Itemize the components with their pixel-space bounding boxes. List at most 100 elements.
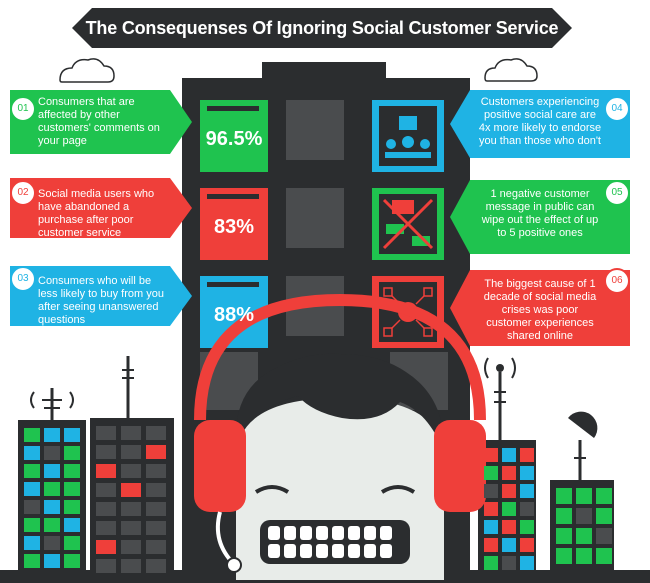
tower-window bbox=[64, 428, 80, 442]
stat-text-01: Consumers that are affected by other cus… bbox=[38, 96, 160, 147]
tower-window bbox=[64, 554, 80, 568]
tower-window bbox=[96, 445, 116, 459]
tower-window bbox=[484, 520, 498, 534]
tower-window bbox=[121, 559, 141, 573]
stat-window-01 bbox=[200, 100, 268, 172]
stat-text-04: Customers experiencing positive social c… bbox=[478, 96, 602, 147]
tower-window bbox=[520, 484, 534, 498]
tower-window bbox=[556, 548, 572, 564]
page-title: The Consequenses Of Ignoring Social Cust… bbox=[85, 18, 559, 38]
tower-window bbox=[596, 488, 612, 504]
tower-window bbox=[146, 483, 166, 497]
tower-window bbox=[576, 548, 592, 564]
tower-window bbox=[121, 445, 141, 459]
tower-window bbox=[146, 445, 166, 459]
tower-window bbox=[576, 508, 592, 524]
callout-shape-01 bbox=[10, 90, 192, 154]
tower-window bbox=[24, 536, 40, 550]
tower-window bbox=[484, 448, 498, 462]
tower-window bbox=[146, 464, 166, 478]
tower-window bbox=[96, 559, 116, 573]
tower-window bbox=[96, 483, 116, 497]
tower-window bbox=[520, 538, 534, 552]
stat-number-01: 01 bbox=[10, 96, 36, 122]
tower-window bbox=[121, 483, 141, 497]
tower-window bbox=[44, 428, 60, 442]
stat-value-03: 88% bbox=[213, 304, 255, 326]
tower-window bbox=[576, 488, 592, 504]
tower-window bbox=[44, 482, 60, 496]
tower-window bbox=[44, 536, 60, 550]
tower-window bbox=[520, 466, 534, 480]
callout-shape-06 bbox=[450, 270, 630, 346]
tower-window bbox=[96, 464, 116, 478]
support-agent-illustration bbox=[194, 293, 486, 580]
stat-text-03: Consumers who will be less likely to buy… bbox=[38, 275, 164, 326]
stat-text-06: The biggest cause of 1 decade of social … bbox=[483, 278, 597, 342]
stat-value-01: 96.5% bbox=[205, 128, 263, 150]
callout-shape-03 bbox=[10, 266, 192, 326]
callout-shape-02 bbox=[10, 178, 192, 238]
tower-window bbox=[44, 518, 60, 532]
tower-window bbox=[502, 484, 516, 498]
tower-window bbox=[520, 502, 534, 516]
callout-shape-04 bbox=[450, 90, 630, 158]
tower-window bbox=[96, 521, 116, 535]
stat-text-05: 1 negative customer message in public ca… bbox=[481, 188, 599, 239]
callout-shape-05 bbox=[450, 180, 630, 254]
tower-window bbox=[556, 528, 572, 544]
stat-number-06: 06 bbox=[604, 268, 630, 294]
stat-number-02: 02 bbox=[10, 180, 36, 206]
tower-window bbox=[502, 448, 516, 462]
stat-number-04: 04 bbox=[604, 96, 630, 122]
tower-window bbox=[502, 538, 516, 552]
tower-window bbox=[44, 446, 60, 460]
tower-window bbox=[64, 518, 80, 532]
tower-window bbox=[484, 484, 498, 498]
tower-window bbox=[484, 466, 498, 480]
tower-window bbox=[576, 528, 592, 544]
tower-window bbox=[146, 426, 166, 440]
stat-value-02: 83% bbox=[213, 216, 255, 238]
tower-window bbox=[24, 482, 40, 496]
tower-window bbox=[121, 426, 141, 440]
tower-window bbox=[146, 521, 166, 535]
tower-window bbox=[44, 464, 60, 478]
tower-window bbox=[146, 559, 166, 573]
title-banner bbox=[72, 8, 572, 48]
stat-text-02: Social media users who have abandoned a … bbox=[38, 188, 155, 239]
tower-window bbox=[64, 446, 80, 460]
cloud-icon bbox=[59, 58, 115, 83]
tower-window bbox=[520, 520, 534, 534]
tower-window bbox=[596, 508, 612, 524]
tower-window bbox=[520, 556, 534, 570]
tower-window bbox=[96, 502, 116, 516]
tower-window bbox=[484, 538, 498, 552]
tower-window bbox=[502, 502, 516, 516]
tower-window bbox=[24, 554, 40, 568]
tower-window bbox=[502, 556, 516, 570]
tower-window bbox=[64, 536, 80, 550]
tower-window bbox=[146, 540, 166, 554]
tower-window bbox=[24, 446, 40, 460]
tower-window bbox=[121, 464, 141, 478]
tower-window bbox=[484, 556, 498, 570]
tower-window bbox=[44, 500, 60, 514]
tower-window bbox=[502, 520, 516, 534]
tower-window bbox=[24, 518, 40, 532]
tower-window bbox=[146, 502, 166, 516]
tower-window bbox=[96, 540, 116, 554]
tower-window bbox=[121, 521, 141, 535]
cloud-icon bbox=[484, 58, 538, 82]
tower-window bbox=[596, 528, 612, 544]
tower-window bbox=[520, 448, 534, 462]
stat-number-05: 05 bbox=[604, 180, 630, 206]
tower-window bbox=[484, 502, 498, 516]
tower-window bbox=[24, 464, 40, 478]
tower-window bbox=[556, 488, 572, 504]
tower-window bbox=[64, 500, 80, 514]
tower-window bbox=[596, 548, 612, 564]
tower-window bbox=[64, 464, 80, 478]
